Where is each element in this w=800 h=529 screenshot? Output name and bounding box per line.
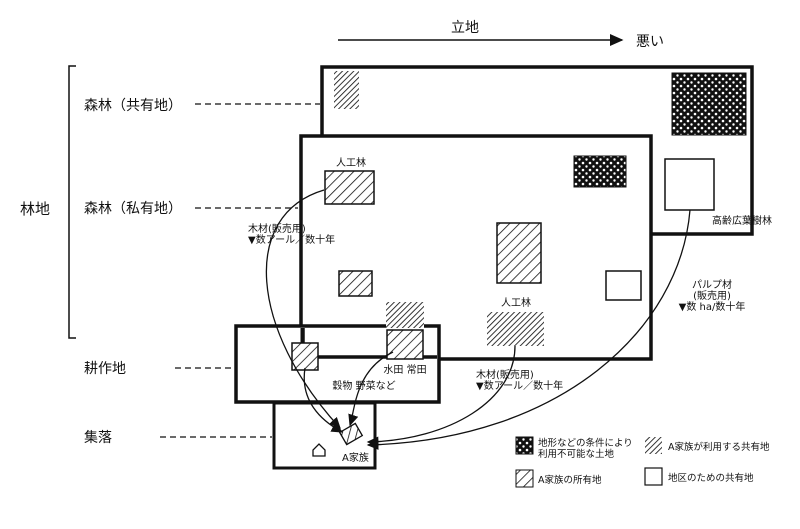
parcel-family-common-1	[334, 71, 359, 109]
legend-swatch-family-owned	[515, 469, 534, 488]
label-timber-left-1: 木材(販売用)	[248, 222, 306, 235]
label-family: A家族	[342, 451, 369, 464]
legend-swatch-unusable	[515, 436, 534, 455]
row-label-private-forest: 森林（私有地）	[84, 201, 182, 217]
label-grain-veg: 穀物 野菜など	[332, 379, 395, 392]
legend-swatch-family-common	[645, 437, 662, 454]
parcel-family-owned-3	[338, 270, 373, 297]
axis-end-label: 悪い	[636, 34, 664, 50]
legend-label-unusable-2: 利用不可能な土地	[538, 448, 615, 460]
label-timber-mid-2: ▼数アール／数十年	[476, 379, 563, 392]
flow-timber-left	[265, 189, 341, 429]
parcel-district-common-2	[605, 270, 642, 301]
parcel-family-common-3	[386, 302, 424, 328]
label-old-broadleaf: 高齢広葉樹林	[712, 214, 772, 227]
label-planted-forest-top: 人工林	[336, 156, 366, 169]
legend-label-unusable-1: 地形などの条件により	[538, 437, 633, 449]
label-timber-left-2: ▼数アール／数十年	[248, 233, 335, 246]
axis-label: 立地	[451, 20, 479, 36]
flow-paddy-to-home	[348, 351, 394, 427]
legend-label-family-owned: A家族の所有地	[538, 474, 602, 486]
flow-timber-mid	[366, 345, 516, 447]
parcel-family-owned-1	[324, 170, 375, 205]
parcel-family-owned-4	[291, 342, 319, 371]
parcel-family-owned-2	[496, 222, 542, 284]
label-pulp-2: (販売用)	[693, 289, 731, 302]
parcel-family-common-2	[487, 312, 544, 346]
parcel-unusable-1	[671, 72, 747, 136]
row-label-common-forest: 森林（共有地）	[84, 98, 182, 114]
label-pulp-1: パルプ材	[692, 278, 732, 291]
label-pulp-3: ▼数 ha/数十年	[679, 300, 746, 313]
location-axis: 立地 悪い	[338, 20, 664, 50]
flow-pulp	[366, 209, 691, 450]
legend: 地形などの条件により 利用不可能な土地 A家族が利用する共有地 A家族の所有地 …	[515, 436, 770, 488]
parcel-paddy-field	[386, 329, 424, 360]
label-paddy-field: 水田 常田	[383, 363, 426, 376]
house-icon	[312, 443, 326, 457]
row-label-cropland: 耕作地	[84, 360, 126, 377]
label-timber-mid-1: 木材(販売用)	[476, 368, 534, 381]
row-label-settlement: 集落	[84, 429, 112, 446]
legend-label-district-common: 地区のための共有地	[668, 472, 754, 484]
parcel-district-common-1	[664, 158, 715, 211]
flow-arrows	[265, 189, 691, 450]
family-home-parcel	[338, 422, 364, 446]
legend-swatch-district-common	[644, 467, 663, 486]
forest-group-label: 林地	[20, 200, 50, 218]
flow-cropland-to-home	[303, 367, 344, 433]
label-planted-forest-mid: 人工林	[501, 296, 531, 309]
legend-label-family-common: A家族が利用する共有地	[668, 441, 770, 453]
forest-bracket	[68, 65, 76, 339]
row-leaders	[160, 103, 320, 438]
parcel-unusable-2	[573, 155, 627, 188]
